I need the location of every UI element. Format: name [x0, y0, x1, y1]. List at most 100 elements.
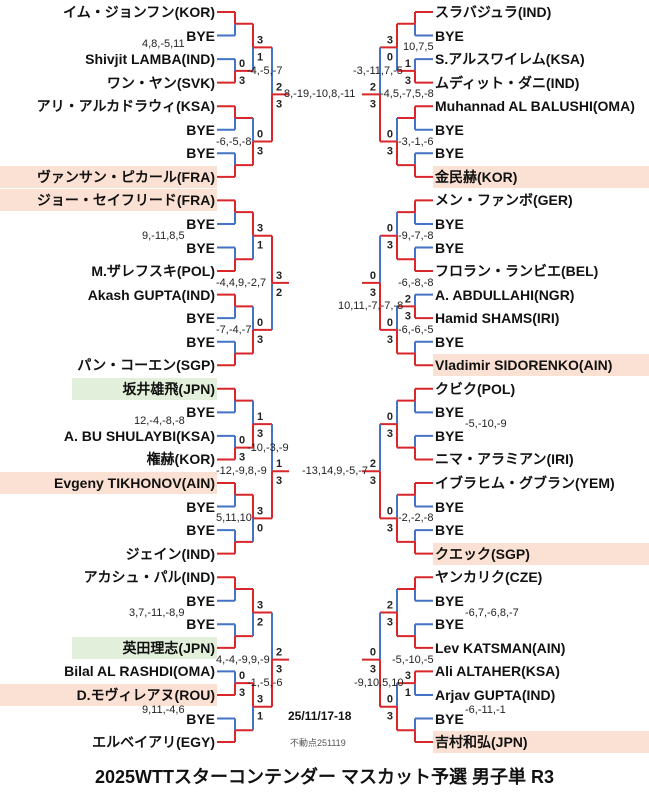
game-scores: 9,11,-4,6	[142, 703, 185, 716]
match-score: 3	[276, 270, 282, 282]
jpn-highlight	[72, 377, 217, 400]
match-score: 0	[257, 317, 263, 329]
player-name: A. ABDULLAHI(NGR)	[435, 286, 575, 303]
bye-slot: BYE	[186, 616, 215, 633]
player-name: Ali ALTAHER(KSA)	[435, 663, 560, 680]
bye-slot: BYE	[186, 333, 215, 350]
player-name: ムディット・ダニ(IND)	[435, 74, 580, 91]
match-score: 3	[370, 287, 376, 299]
match-score: 0	[257, 129, 263, 141]
bye-slot: BYE	[435, 239, 464, 256]
bye-slot: BYE	[186, 498, 215, 515]
match-score: 3	[387, 711, 393, 723]
player-name: Akash GUPTA(IND)	[87, 286, 215, 303]
player-name: 金民赫(KOR)	[435, 168, 518, 185]
bye-slot: BYE	[435, 121, 464, 138]
match-score: 3	[387, 522, 393, 534]
player-name: ジェイン(IND)	[125, 545, 215, 562]
game-scores: 4,8,-5,11	[142, 38, 185, 51]
match-score: 3	[257, 223, 263, 235]
player-name: ジョー・セイフリード(FRA)	[36, 192, 215, 209]
match-score: 0	[370, 647, 376, 659]
jpn-highlight	[72, 636, 217, 659]
player-name: Arjav GUPTA(IND)	[435, 686, 556, 703]
seed-highlight	[0, 472, 217, 494]
game-scores: 4,-4,-9,9,-9	[216, 653, 270, 666]
match-score: 0	[387, 51, 393, 63]
match-score: 3	[370, 664, 376, 676]
player-name: イブラヒム・グブラン(YEM)	[435, 475, 615, 491]
game-scores: -9,10,5,10	[354, 677, 404, 690]
player-name: Evgeny TIKHONOV(AIN)	[53, 475, 215, 491]
bye-slot: BYE	[186, 710, 215, 727]
game-scores: 10,11,-7,-7,-8	[338, 300, 404, 313]
bye-slot: BYE	[186, 239, 215, 256]
bye-slot: BYE	[435, 522, 464, 539]
match-score: 3	[257, 428, 263, 440]
seed-highlight	[433, 165, 649, 188]
page-title: 2025WTTスターコンテンダー マスカット予選 男子単 R3	[94, 767, 555, 787]
game-scores: -6,-5,-8	[216, 135, 252, 148]
player-name: アカシュ・パル(IND)	[83, 569, 215, 586]
match-score: 2	[387, 600, 393, 612]
player-name: ニマ・アラミアン(IRI)	[435, 451, 574, 468]
match-score: 3	[239, 75, 245, 87]
match-score: 1	[405, 687, 411, 699]
match-score: 3	[405, 670, 411, 682]
match-score: 3	[257, 146, 263, 158]
bye-slot: BYE	[435, 145, 464, 162]
game-scores: -7,-4,-7	[216, 323, 252, 336]
game-scores: -6,-11,-1	[465, 703, 506, 716]
bye-slot: BYE	[435, 427, 464, 444]
match-score: 3	[387, 617, 393, 629]
bye-slot: BYE	[186, 592, 215, 609]
match-score: 0	[387, 411, 393, 423]
points-label: 不動点251119	[290, 738, 346, 748]
game-scores: 10,7,5	[403, 41, 434, 54]
player-name: Lev KATSMAN(AIN)	[435, 639, 566, 656]
match-score: 3	[370, 98, 376, 110]
bye-slot: BYE	[186, 121, 215, 138]
match-score: 0	[257, 522, 263, 534]
match-score: 0	[370, 270, 376, 282]
bye-slot: BYE	[186, 215, 215, 232]
game-scores: -9,-7,-8	[398, 229, 434, 242]
player-name: クビク(POL)	[435, 380, 516, 397]
bye-slot: BYE	[186, 310, 215, 327]
match-score: 2	[370, 81, 376, 93]
game-scores: -4,5,-7,5,-8	[380, 88, 434, 101]
game-scores: -6,-6,-5	[398, 323, 434, 336]
player-name: フロラン・ランビエ(BEL)	[435, 263, 599, 280]
player-name: ヴァンサン・ピカール(FRA)	[36, 168, 215, 185]
match-score: 3	[257, 505, 263, 517]
game-scores: 5,11,10	[216, 512, 252, 525]
game-scores: -1,-5,-6	[247, 677, 283, 690]
player-name: 吉村和弘(JPN)	[435, 734, 528, 751]
player-name: A. BU SHULAYBI(KSA)	[63, 427, 215, 444]
game-scores: -3,-11,7,-5	[353, 64, 403, 77]
seed-highlight	[433, 731, 649, 754]
match-score: 3	[370, 475, 376, 487]
match-score: 0	[387, 694, 393, 706]
match-score: 3	[405, 310, 411, 322]
match-score: 2	[276, 647, 282, 659]
match-score: 1	[257, 711, 263, 723]
match-score: 3	[257, 694, 263, 706]
bye-slot: BYE	[435, 333, 464, 350]
game-scores: -5,-10,-5	[392, 653, 434, 666]
match-score: 3	[405, 75, 411, 87]
player-name: S.アルスワイレム(KSA)	[435, 51, 585, 68]
player-name: パン・コーエン(SGP)	[77, 357, 215, 374]
match-score: 3	[257, 334, 263, 346]
match-score: 1	[405, 58, 411, 70]
bye-slot: BYE	[186, 522, 215, 539]
match-score: 2	[276, 287, 282, 299]
player-name: メン・ファンボ(GER)	[435, 192, 573, 209]
match-score: 0	[387, 223, 393, 235]
match-score: 2	[276, 81, 282, 93]
match-score: 1	[257, 411, 263, 423]
bye-slot: BYE	[186, 27, 215, 44]
player-name: クエック(SGP)	[435, 545, 530, 562]
match-score: 3	[239, 687, 245, 699]
player-name: ヤンカリク(CZE)	[435, 569, 543, 586]
